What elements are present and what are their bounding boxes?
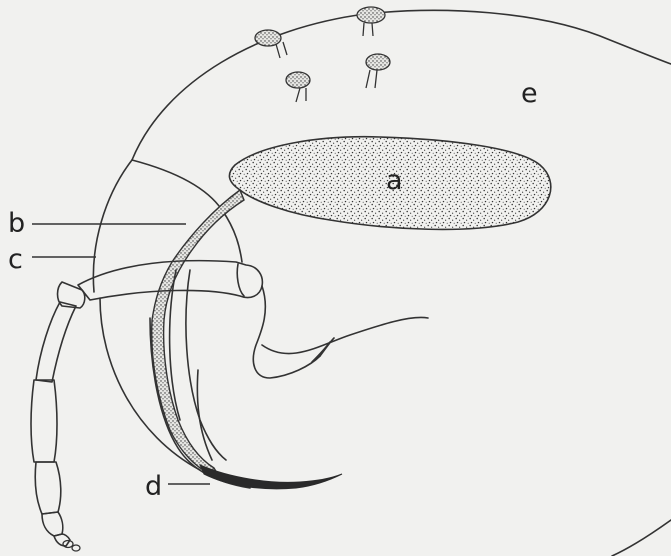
pore-3 [286, 72, 310, 102]
palp-blade [262, 317, 428, 356]
pore-4 [366, 54, 390, 88]
leg-segment-2 [36, 302, 76, 382]
body-lower-edge [612, 520, 671, 556]
pore-2 [357, 7, 385, 36]
stylet-guide [186, 270, 226, 460]
duct-b [152, 190, 244, 478]
palp-base [253, 286, 320, 378]
leg [31, 282, 85, 551]
appendage-joint [237, 264, 244, 296]
basal-segment-outline [93, 160, 132, 292]
label-a: a [386, 165, 403, 196]
leg-segment-5 [42, 512, 63, 536]
palp-spur [312, 342, 330, 362]
label-c: c [8, 244, 23, 275]
leg-segment-4 [35, 462, 61, 514]
label-d: d [145, 471, 162, 502]
label-e: e [521, 78, 538, 109]
label-b: b [8, 208, 25, 239]
stylet-inner-line [197, 370, 212, 460]
leg-segment-3 [31, 380, 57, 462]
stylet-tip-d [200, 465, 342, 489]
